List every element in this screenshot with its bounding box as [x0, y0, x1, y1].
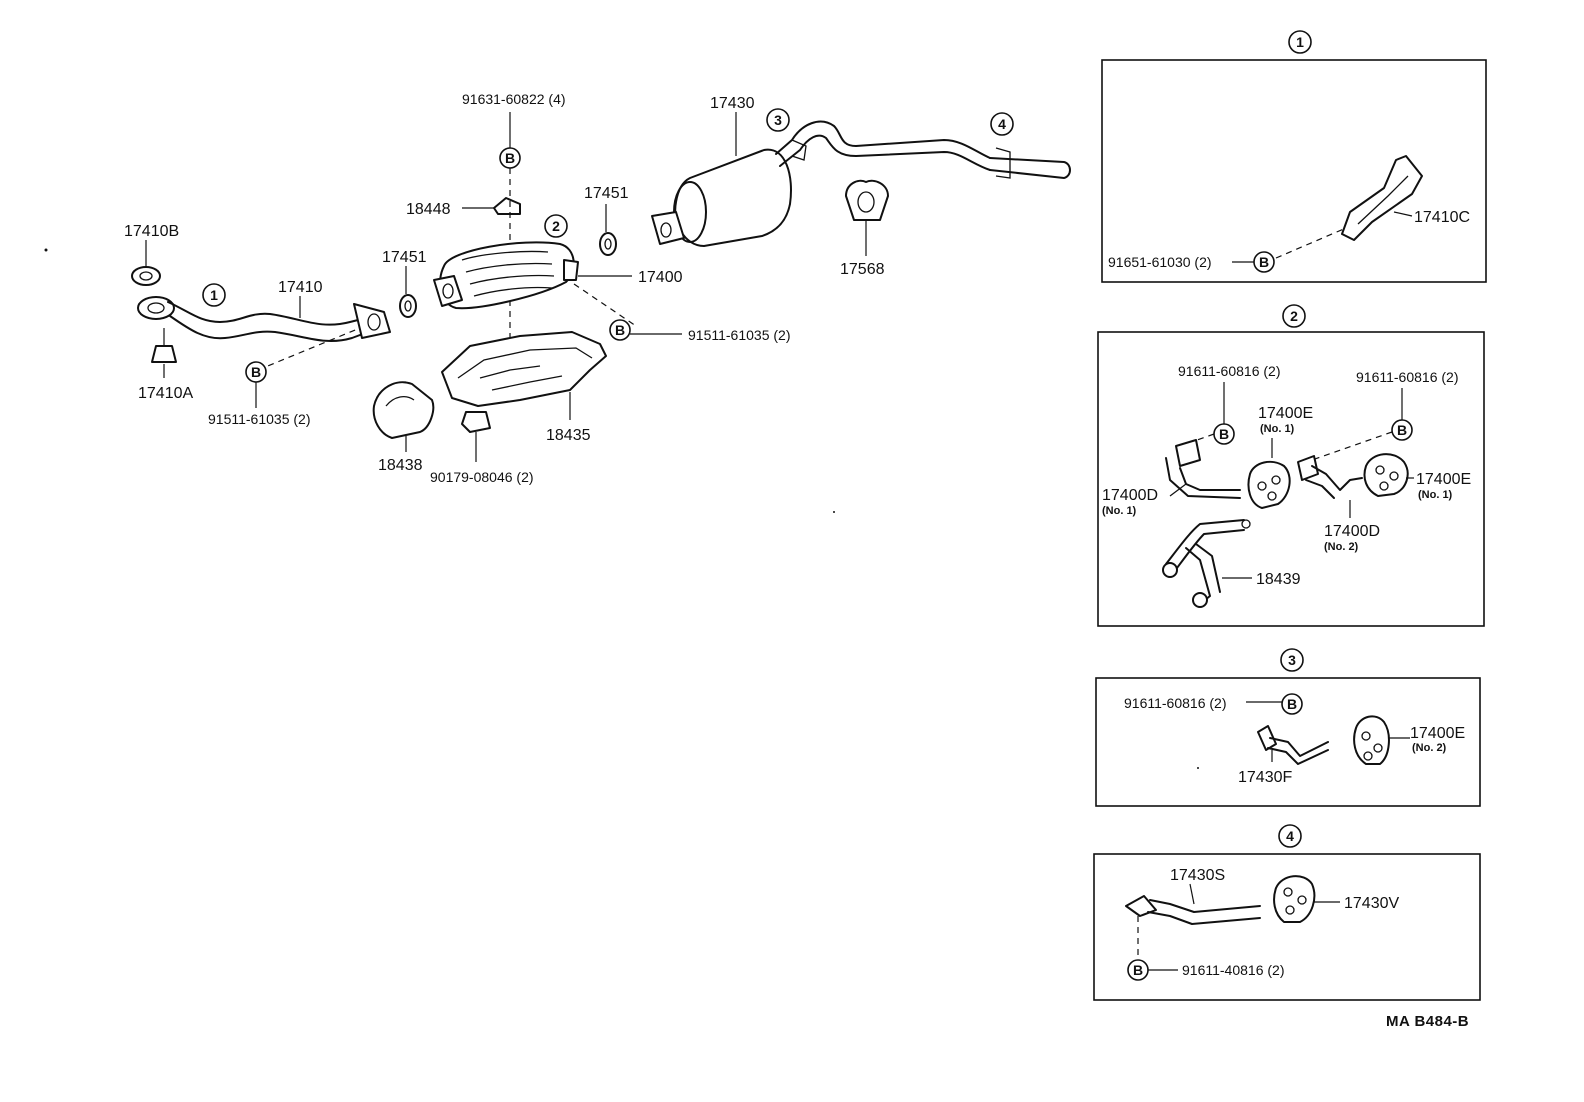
hanger-17400d-no2 [1297, 455, 1363, 518]
label-91631: 91631-60822 (4) [462, 91, 566, 107]
detail-4-ref: 4 [1286, 828, 1294, 844]
bolt-91511-right: B [573, 283, 682, 341]
rubber-17400e-no2 [1353, 715, 1410, 765]
bolt-91511-left: B [245, 327, 361, 408]
label-17400d-no1: 17400D [1102, 487, 1158, 504]
svg-text:B: B [1133, 962, 1143, 978]
bracket-17430f [1257, 725, 1329, 765]
detail-3: 3 91611-60816 (2) B 17430F 17400E (No. 2… [1095, 648, 1481, 807]
nut-90179 [461, 411, 491, 462]
label-17430s: 17430S [1170, 867, 1225, 884]
svg-text:B: B [1287, 696, 1297, 712]
detail-1-box [1101, 59, 1487, 283]
svg-text:4: 4 [998, 116, 1006, 132]
ref-3-main: 3 [766, 108, 790, 132]
stray-dot [44, 248, 48, 252]
label-17430f: 17430F [1238, 769, 1292, 786]
label-91611-d4: 91611-40816 (2) [1182, 962, 1284, 978]
svg-text:B: B [505, 150, 515, 166]
label-91611-left: 91611-60816 (2) [1178, 363, 1280, 379]
muffler-17430 [651, 112, 991, 247]
bracket-18448 [462, 197, 521, 215]
svg-text:2: 2 [552, 218, 560, 234]
stray-dot [833, 511, 835, 513]
label-18448: 18448 [406, 201, 451, 218]
label-17400e-b: 17400E [1416, 471, 1471, 488]
label-17451-b: 17451 [584, 185, 629, 202]
label-17451-a: 17451 [382, 249, 427, 266]
diagram-code: MA B484-B [1386, 1013, 1469, 1030]
clamp-17568 [845, 179, 889, 256]
bracket-17430s [1125, 895, 1261, 925]
nut-17410a [151, 328, 177, 378]
label-18438: 18438 [378, 457, 423, 474]
svg-text:3: 3 [774, 112, 782, 128]
heat-shield-18435 [441, 331, 607, 420]
label-17400e-b-sub: (No. 1) [1418, 489, 1453, 501]
detail-4: 4 17430S 17430V B 91611-40816 (2) [1093, 824, 1481, 1001]
tail-pipe [989, 147, 1071, 179]
ref-4-main: 4 [990, 112, 1014, 136]
hanger-17400d-no1 [1165, 439, 1241, 499]
label-91511-left: 91511-61035 (2) [208, 411, 310, 427]
label-91611-d3: 91611-60816 (2) [1124, 695, 1226, 711]
front-pipe-17410 [137, 296, 391, 342]
label-90179: 90179-08046 (2) [430, 469, 534, 485]
detail-2: 2 91611-60816 (2) B 91611-60816 (2) B 17… [1097, 304, 1485, 627]
detail-4-box [1093, 853, 1481, 1001]
svg-text:B: B [1397, 422, 1407, 438]
label-18435: 18435 [546, 427, 591, 444]
detail-1-ref: 1 [1296, 34, 1304, 50]
label-17400: 17400 [638, 269, 683, 286]
detail-2-box [1097, 331, 1485, 627]
rubber-17400e-a [1247, 438, 1291, 509]
label-17400d-no2: 17400D [1324, 523, 1380, 540]
svg-text:B: B [251, 364, 261, 380]
catalytic-converter-17400 [433, 241, 632, 310]
label-17400d-no2-sub: (No. 2) [1324, 541, 1359, 553]
label-17400d-no1-sub: (No. 1) [1102, 505, 1137, 517]
label-17430: 17430 [710, 95, 755, 112]
label-17568: 17568 [840, 261, 885, 278]
svg-text:1: 1 [210, 287, 218, 303]
detail-1: 1 17410C B 91651-61030 (2) [1101, 30, 1487, 283]
label-18439: 18439 [1256, 571, 1301, 588]
stray-dot [1197, 767, 1199, 769]
label-17410a: 17410A [138, 385, 193, 402]
label-17400e-no2: 17400E [1410, 725, 1465, 742]
svg-text:B: B [1219, 426, 1229, 442]
label-17400e-a-sub: (No. 1) [1260, 423, 1295, 435]
svg-text:B: B [615, 322, 625, 338]
label-17410: 17410 [278, 279, 323, 296]
label-17400e-no2-sub: (No. 2) [1412, 742, 1447, 754]
gasket-17410b [131, 240, 161, 286]
main-assembly: 17410B 17410 17410A 1 B [124, 91, 1071, 485]
ref-2-main: 2 [544, 214, 568, 238]
detail-2-ref: 2 [1290, 308, 1298, 324]
label-17400e-a: 17400E [1258, 405, 1313, 422]
insulator-18438 [372, 381, 435, 452]
label-17430v: 17430V [1344, 895, 1399, 912]
ref-1-main: 1 [202, 283, 226, 307]
label-91651: 91651-61030 (2) [1108, 254, 1212, 270]
svg-text:B: B [1259, 254, 1269, 270]
gasket-17451-b [599, 204, 617, 256]
rubber-17400e-b [1363, 453, 1414, 497]
label-91611-right: 91611-60816 (2) [1356, 369, 1458, 385]
rubber-17430v [1273, 875, 1340, 923]
gasket-17451-a [399, 266, 417, 318]
label-17410c: 17410C [1414, 209, 1470, 226]
detail-3-box [1095, 677, 1481, 807]
bracket-18439 [1162, 519, 1252, 608]
label-91511-right: 91511-61035 (2) [688, 327, 790, 343]
label-17410b: 17410B [124, 223, 179, 240]
heat-insulator-17410c [1341, 155, 1423, 241]
detail-3-ref: 3 [1288, 652, 1296, 668]
